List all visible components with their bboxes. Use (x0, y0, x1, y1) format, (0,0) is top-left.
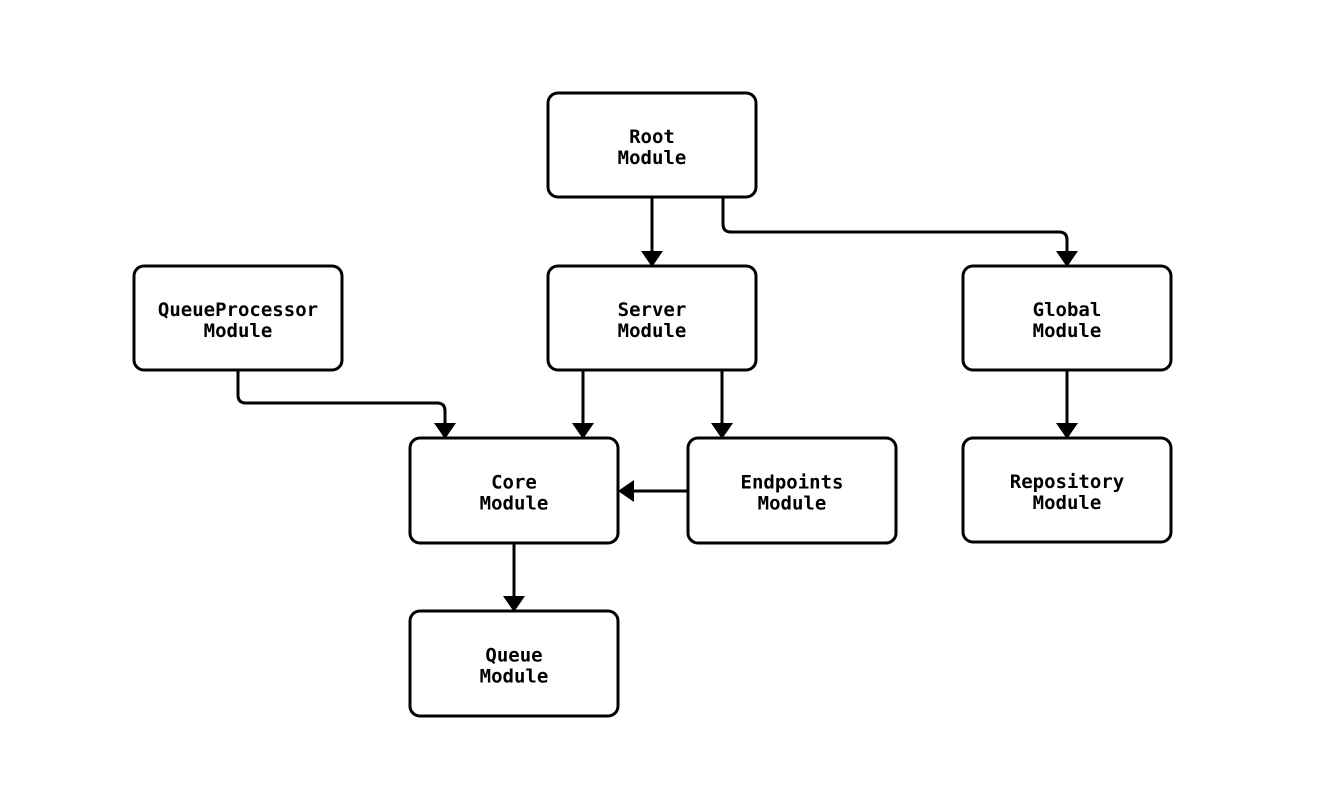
node-queue-box (408, 609, 620, 718)
node-queueprocessor-box (132, 264, 344, 372)
node-root-box (546, 91, 758, 199)
edges-layer (236, 197, 1078, 612)
node-core-box (408, 436, 620, 545)
edge-queueprocessor-to-core (236, 370, 456, 439)
edge-root-to-global (721, 197, 1078, 267)
node-global-box (961, 264, 1173, 372)
node-repository-box (961, 436, 1173, 544)
node-server-box (546, 264, 758, 372)
node-endpoints-box (686, 436, 898, 545)
